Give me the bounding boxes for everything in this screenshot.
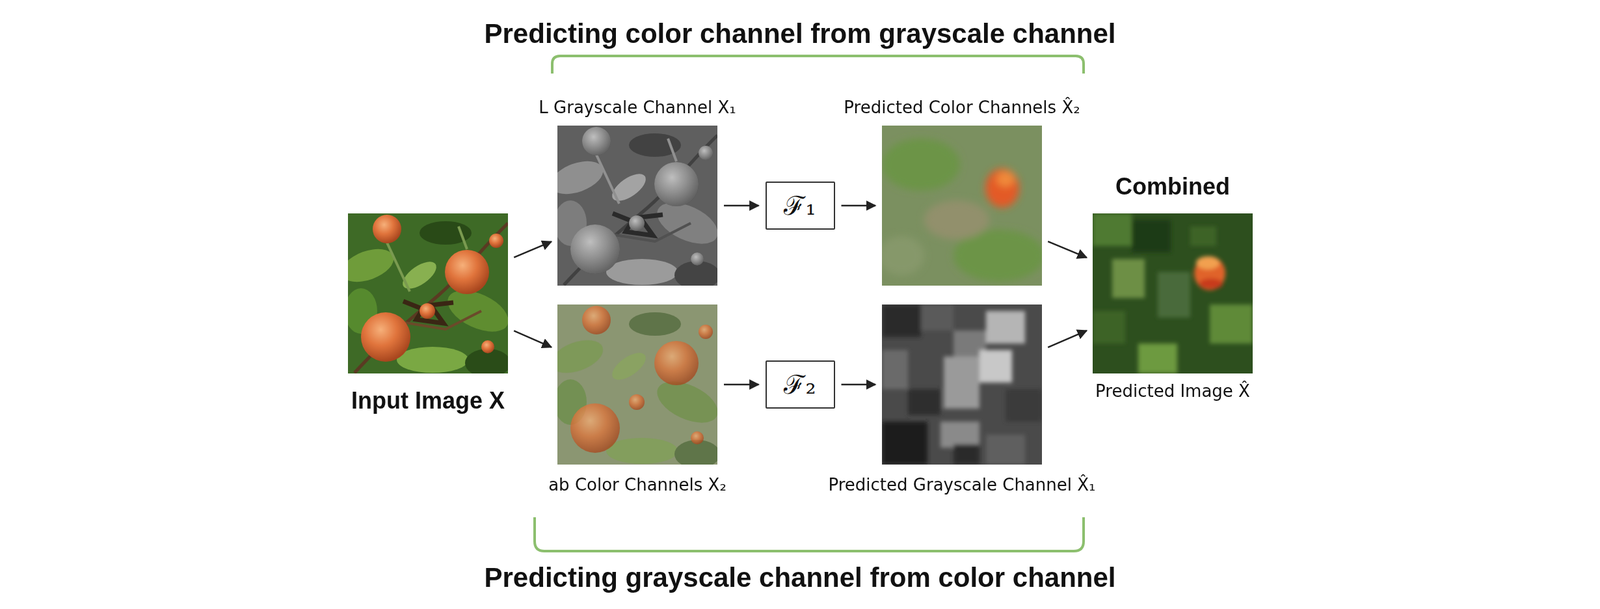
ab-channel-photo	[557, 304, 718, 465]
arrow-connector	[723, 204, 760, 207]
input-photo	[347, 213, 508, 374]
image-caption: Input Image X	[351, 386, 505, 415]
diagram-caption: Predicting grayscale channel from color …	[484, 561, 1117, 594]
arrow-connector	[513, 330, 552, 347]
input-image: Input Image X	[347, 213, 508, 374]
color-channel-image: ab Color Channels X₂	[557, 304, 718, 465]
predicted-photo	[1092, 213, 1253, 374]
image-caption: Predicted Image X̂	[1095, 381, 1251, 402]
diagram-title: Predicting color channel from grayscale …	[484, 18, 1117, 50]
grayscale-image: L Grayscale Channel X₁	[557, 125, 718, 286]
predicted-gray-image: Predicted Grayscale Channel X̂₁	[881, 304, 1042, 465]
image-heading: Combined	[1115, 172, 1230, 201]
image-caption: Predicted Grayscale Channel X̂₁	[828, 474, 1096, 495]
predicted-gray-photo	[881, 304, 1042, 465]
grayscale-photo	[557, 125, 718, 286]
predicted-image: CombinedPredicted Image X̂	[1092, 213, 1253, 374]
function-box: ℱ₂	[765, 360, 836, 409]
image-caption: Predicted Color Channels X̂₂	[843, 97, 1080, 118]
predicted-color-photo	[881, 125, 1042, 286]
top-bracket	[552, 55, 1084, 74]
function-box: ℱ₁	[765, 181, 836, 230]
bottom-bracket	[534, 517, 1084, 551]
function-symbol: ℱ₁	[783, 189, 816, 222]
image-caption: ab Color Channels X₂	[548, 474, 727, 495]
image-caption: L Grayscale Channel X₁	[538, 97, 736, 118]
arrow-connector	[841, 383, 877, 386]
predicted-color-image: Predicted Color Channels X̂₂	[881, 125, 1042, 286]
function-symbol: ℱ₂	[783, 368, 816, 400]
arrow-connector	[1047, 241, 1087, 258]
arrow-connector	[723, 383, 760, 386]
arrow-connector	[841, 204, 877, 207]
arrow-connector	[513, 241, 552, 257]
arrow-connector	[1047, 330, 1087, 348]
